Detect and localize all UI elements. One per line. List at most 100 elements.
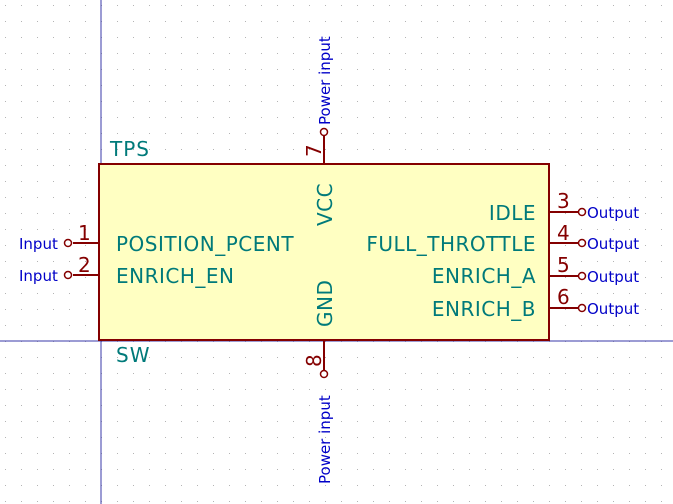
grid-dot [197, 133, 198, 134]
grid-dot [165, 69, 166, 70]
grid-dot [245, 357, 246, 358]
grid-dot [293, 469, 294, 470]
grid-dot [69, 85, 70, 86]
grid-dot [117, 373, 118, 374]
grid-dot [613, 149, 614, 150]
grid-dot [341, 37, 342, 38]
grid-dot [389, 373, 390, 374]
grid-dot [245, 485, 246, 486]
grid-dot [533, 373, 534, 374]
grid-dot [629, 469, 630, 470]
grid-dot [501, 69, 502, 70]
grid-dot [629, 309, 630, 310]
pin-3-endpoint[interactable] [577, 207, 587, 217]
grid-dot [5, 389, 6, 390]
grid-dot [133, 21, 134, 22]
grid-dot [549, 149, 550, 150]
grid-dot [613, 133, 614, 134]
pin-1-type: Input [19, 235, 58, 253]
pin-7[interactable]: 7 VCC Power input [302, 36, 337, 226]
grid-dot [629, 5, 630, 6]
pin-4-endpoint[interactable] [577, 238, 587, 248]
grid-dot [661, 405, 662, 406]
grid-dot [133, 133, 134, 134]
grid-dot [373, 469, 374, 470]
pin-2-endpoint[interactable] [63, 270, 73, 280]
grid-dot [37, 485, 38, 486]
grid-dot [213, 405, 214, 406]
grid-dot [309, 405, 310, 406]
pin-6-endpoint[interactable] [577, 303, 587, 313]
grid-dot [517, 53, 518, 54]
grid-dot [69, 485, 70, 486]
grid-dot [165, 501, 166, 502]
grid-dot [277, 389, 278, 390]
grid-dot [341, 117, 342, 118]
grid-dot [661, 309, 662, 310]
pin-3[interactable]: 3 IDLE Output [489, 189, 639, 225]
grid-dot [373, 21, 374, 22]
grid-dot [341, 133, 342, 134]
grid-dot [357, 133, 358, 134]
grid-dot [21, 133, 22, 134]
grid-dot [581, 453, 582, 454]
component-body[interactable] [98, 163, 550, 341]
grid-dot [645, 277, 646, 278]
grid-dot [581, 181, 582, 182]
grid-dot [69, 309, 70, 310]
grid-dot [645, 309, 646, 310]
grid-dot [213, 53, 214, 54]
grid-dot [661, 69, 662, 70]
grid-dot [501, 453, 502, 454]
grid-dot [581, 197, 582, 198]
pin-1-endpoint[interactable] [63, 238, 73, 248]
grid-dot [53, 501, 54, 502]
grid-dot [437, 469, 438, 470]
grid-dot [645, 53, 646, 54]
grid-dot [181, 149, 182, 150]
grid-dot [53, 5, 54, 6]
grid-dot [357, 21, 358, 22]
grid-dot [357, 437, 358, 438]
pin-5[interactable]: 5 ENRICH_A Output [432, 253, 639, 288]
grid-dot [661, 389, 662, 390]
grid-dot [21, 261, 22, 262]
grid-dot [5, 101, 6, 102]
pin-8-endpoint[interactable] [319, 369, 329, 379]
grid-dot [149, 53, 150, 54]
grid-dot [629, 133, 630, 134]
pin-1[interactable]: 1 POSITION_PCENT Input [19, 221, 294, 256]
grid-dot [549, 37, 550, 38]
component-value[interactable]: SW [116, 343, 150, 367]
grid-dot [293, 69, 294, 70]
pin-6[interactable]: 6 ENRICH_B Output [432, 285, 639, 321]
grid-dot [85, 405, 86, 406]
grid-dot [261, 373, 262, 374]
grid-dot [21, 469, 22, 470]
grid-dot [453, 501, 454, 502]
grid-dot [293, 389, 294, 390]
grid-dot [197, 5, 198, 6]
grid-dot [37, 245, 38, 246]
pin-8[interactable]: 8 GND Power input [302, 280, 337, 484]
pin-7-endpoint[interactable] [319, 127, 329, 137]
pin-5-endpoint[interactable] [577, 271, 587, 281]
grid-dot [533, 53, 534, 54]
grid-dot [581, 165, 582, 166]
pin-4[interactable]: 4 FULL_THROTTLE Output [366, 221, 639, 256]
pin-2[interactable]: 2 ENRICH_EN Input [19, 253, 235, 288]
grid-dot [149, 469, 150, 470]
grid-dot [373, 421, 374, 422]
grid-dot [485, 53, 486, 54]
grid-dot [613, 357, 614, 358]
grid-dot [277, 149, 278, 150]
pin-4-number: 4 [557, 221, 570, 245]
grid-dot [437, 53, 438, 54]
grid-dot [661, 453, 662, 454]
grid-dot [5, 405, 6, 406]
grid-dot [357, 5, 358, 6]
component-reference[interactable]: TPS [109, 137, 150, 161]
grid-dot [133, 37, 134, 38]
grid-dot [341, 501, 342, 502]
